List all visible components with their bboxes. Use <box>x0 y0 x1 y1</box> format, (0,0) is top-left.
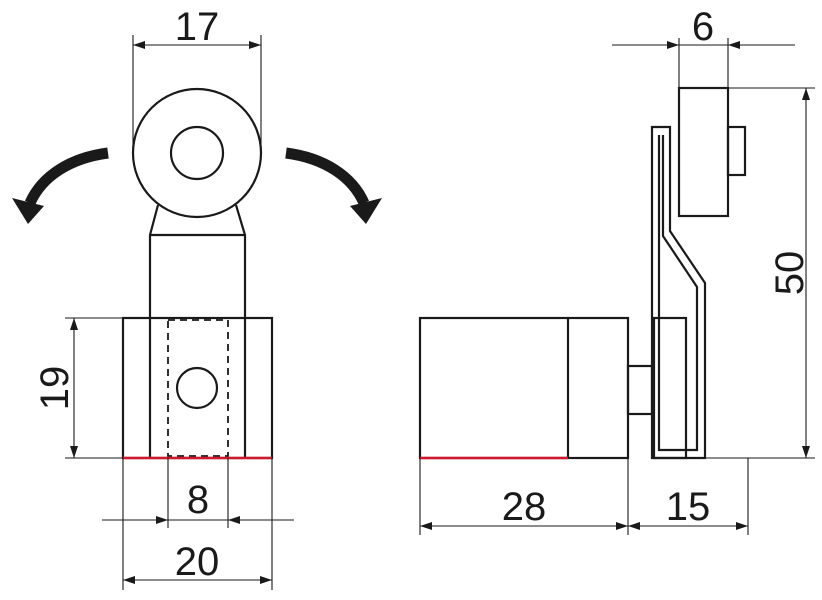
roller-axle-hole <box>169 125 225 181</box>
lever-arm <box>148 204 247 318</box>
dimension-50: 50 <box>705 87 815 459</box>
rotate-clockwise-arrow-icon <box>285 147 382 224</box>
roller-wheel <box>131 87 263 219</box>
dimension-6: 6 <box>612 5 795 88</box>
actuator-shaft <box>626 364 654 416</box>
hidden-slot <box>167 319 229 457</box>
dimension-label-19: 19 <box>33 366 77 411</box>
side-view: 6 50 28 15 <box>418 5 815 535</box>
dimension-label-15: 15 <box>666 485 711 529</box>
dimension-label-50: 50 <box>768 251 812 296</box>
dimension-28-15: 28 15 <box>419 458 749 535</box>
dimension-8: 8 <box>102 458 294 528</box>
mounting-hole <box>175 366 219 410</box>
dimension-17: 17 <box>132 5 262 153</box>
rotate-counterclockwise-arrow-icon <box>12 147 109 224</box>
roller-axle <box>726 125 747 177</box>
dimension-20: 20 <box>122 458 273 590</box>
dimension-19: 19 <box>33 317 150 459</box>
front-view: 17 19 8 20 <box>12 5 382 590</box>
lever-plate-inner <box>657 135 699 452</box>
dimension-label-28: 28 <box>502 485 547 529</box>
switch-body-front <box>121 316 274 460</box>
dimension-label-17: 17 <box>175 5 220 49</box>
lever-plate <box>650 125 707 460</box>
dimension-label-20: 20 <box>175 540 220 584</box>
switch-body-side <box>418 316 630 460</box>
dimension-label-6: 6 <box>692 5 714 49</box>
dimension-label-8: 8 <box>187 478 209 522</box>
roller-side <box>677 86 730 218</box>
